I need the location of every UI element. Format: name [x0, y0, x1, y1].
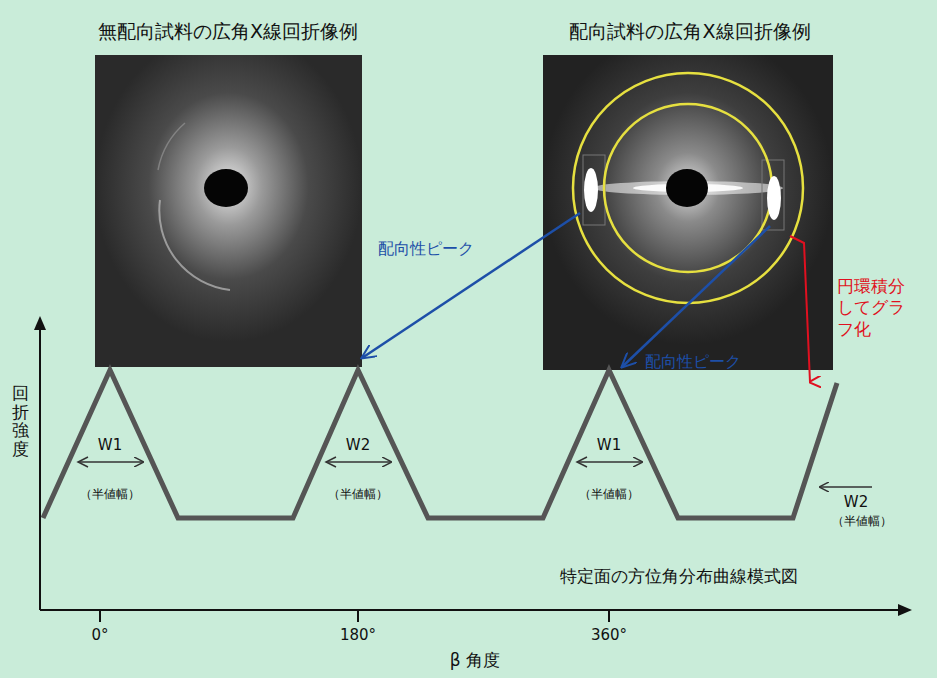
tick-label: 360° — [591, 626, 627, 644]
xray-image-unoriented — [95, 55, 362, 367]
axis-title: β 角度 — [450, 650, 500, 670]
integration-arrow — [790, 236, 810, 382]
azimuthal-curve — [43, 370, 837, 518]
peak-label: 配向性ピーク — [378, 239, 474, 258]
width-label: W1 — [98, 436, 122, 454]
width-note: （半値幅） — [832, 514, 892, 528]
width-note: （半値幅） — [80, 487, 140, 501]
xray-image-oriented — [543, 55, 833, 370]
leader-arrow — [622, 226, 770, 367]
width-label: W2 — [346, 436, 370, 454]
integration-note: 円環積分してグラフ化 — [837, 276, 909, 340]
image-heading: 無配向試料の広角X線回折像例 — [98, 20, 358, 43]
axis-title: 回折強度 — [12, 384, 29, 459]
width-label: W2 — [844, 493, 868, 511]
tick-label: 180° — [340, 626, 376, 644]
width-note: （半値幅） — [328, 487, 388, 501]
tick-label: 0° — [91, 626, 108, 644]
curve-caption: 特定面の方位角分布曲線模式図 — [560, 566, 798, 586]
y-axis — [39, 320, 41, 610]
x-axis — [40, 609, 900, 611]
leader-arrow — [362, 213, 580, 358]
width-label: W1 — [597, 436, 621, 454]
width-note: （半値幅） — [579, 487, 639, 501]
peak-label: 配向性ピーク — [645, 352, 741, 371]
image-heading: 配向試料の広角X線回折像例 — [569, 20, 810, 43]
